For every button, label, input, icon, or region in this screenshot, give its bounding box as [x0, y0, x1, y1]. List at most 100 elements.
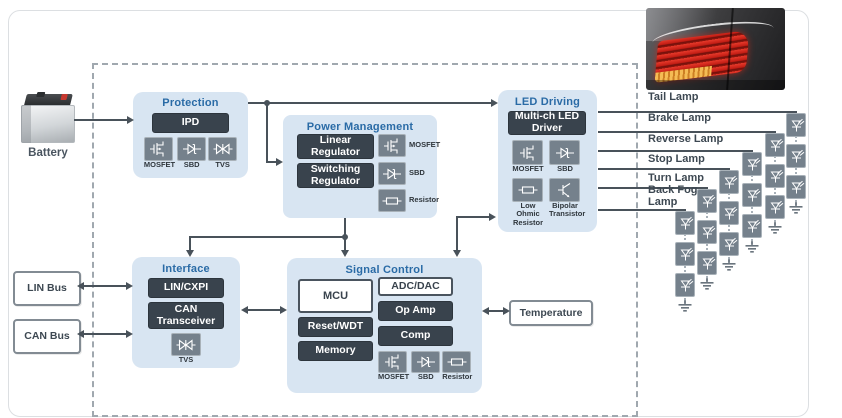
mosfet-icon-label: MOSFET: [378, 372, 410, 381]
memory-chip: Memory: [298, 341, 373, 361]
can-bus-box: CAN Bus: [13, 319, 81, 354]
lamp-label: Turn Lamp: [648, 172, 705, 184]
tail-lamp-photo: [646, 8, 785, 90]
led-icon: [719, 170, 739, 194]
led-icon: [719, 201, 739, 225]
tvs-icon-label: TVS: [215, 160, 230, 169]
arrow-into-led-driving-lower: [489, 213, 496, 221]
led-icon: [765, 195, 785, 219]
op-amp-chip: Op Amp: [378, 301, 453, 321]
ground-icon: [743, 241, 761, 259]
conn-lin-bus-interface: [83, 285, 127, 287]
led-driving-title: LED Driving: [514, 96, 581, 108]
mosfet-icon-label: MOSFET: [143, 160, 176, 169]
mosfet-icon: [378, 351, 407, 373]
arrow-into-protection: [127, 116, 134, 124]
battery-label: Battery: [28, 147, 68, 159]
led-driving-panel: LED Driving Multi-ch LED Driver MOSFET S…: [498, 90, 597, 232]
conn-power-mgmt-interface: [189, 236, 346, 238]
bipolar-transistor-label: Bipolar Transistor: [549, 201, 586, 219]
arrow-into-signal-control-left: [280, 306, 287, 314]
conn-interface-signal-control: [247, 309, 281, 311]
photo-shadow: [646, 80, 785, 90]
lamp-label: Tail Lamp: [648, 91, 699, 103]
can-transceiver-chip: CAN Transceiver: [148, 302, 224, 329]
reset-wdt-chip: Reset/WDT: [298, 317, 373, 337]
led-chain: [697, 189, 717, 300]
led-chain: [765, 133, 785, 244]
lin-cxpi-chip: LIN/CXPI: [148, 278, 224, 298]
conn-branch-to-power-mgmt: [266, 103, 268, 162]
comp-chip: Comp: [378, 326, 453, 346]
arrow-into-interface-can: [126, 330, 133, 338]
signal-control-title: Signal Control: [345, 264, 424, 276]
led-icon: [675, 242, 695, 266]
led-chain: [742, 152, 762, 263]
led-chain: [675, 211, 695, 322]
lamp-line: [598, 150, 753, 152]
led-chain: [786, 113, 806, 224]
led-icon: [765, 133, 785, 157]
ground-icon: [766, 222, 784, 240]
arrow-into-power-mgmt: [276, 158, 283, 166]
lamp-line: [598, 187, 708, 189]
arrow-into-led-driving: [491, 99, 498, 107]
tvs-icon: [208, 137, 238, 161]
battery-illustration: [21, 92, 75, 144]
arrow-into-lin-bus: [77, 282, 84, 290]
led-icon: [719, 232, 739, 256]
interface-title: Interface: [162, 263, 210, 275]
system-boundary-dashed: [92, 63, 638, 417]
junction-dot: [342, 234, 348, 240]
sbd-icon-label: SBD: [417, 372, 434, 381]
bipolar-transistor-icon: [549, 178, 580, 202]
led-icon: [675, 273, 695, 297]
power-management-title: Power Management: [306, 121, 414, 133]
arrow-into-interface-lin: [126, 282, 133, 290]
led-icon: [675, 211, 695, 235]
low-ohmic-resistor-icon: [512, 178, 543, 202]
mosfet-icon-label: MOSFET: [512, 164, 544, 173]
led-chain: [719, 170, 739, 281]
linear-regulator-chip: Linear Regulator: [297, 134, 374, 159]
battery-shade: [21, 105, 31, 143]
sbd-icon: [177, 137, 207, 161]
led-icon: [697, 251, 717, 275]
arrow-into-interface-right: [241, 306, 248, 314]
ipd-chip: IPD: [152, 113, 229, 133]
protection-title: Protection: [162, 97, 219, 109]
sbd-icon: [549, 140, 580, 165]
mosfet-icon: [143, 137, 173, 161]
arrow-into-signal-control-right: [453, 250, 461, 257]
led-icon: [697, 189, 717, 213]
conn-protection-led-driving: [248, 102, 493, 104]
led-icon: [742, 214, 762, 238]
low-ohmic-resistor-label: Low Ohmic Resistor: [512, 201, 543, 227]
temperature-box: Temperature: [509, 300, 593, 326]
lamp-line: [598, 168, 730, 170]
multi-ch-led-driver-chip: Multi-ch LED Driver: [508, 111, 586, 135]
conn-down-to-interface: [189, 236, 191, 251]
resistor-icon: [442, 351, 472, 373]
tvs-icon-label: TVS: [178, 355, 194, 364]
lamp-line: [598, 131, 776, 133]
arrow-into-interface: [186, 250, 194, 257]
conn-can-bus-interface: [83, 333, 127, 335]
conn-led-driving-signal-control: [456, 217, 458, 251]
lamp-label: Brake Lamp: [648, 112, 711, 124]
sbd-icon: [378, 162, 406, 185]
ground-icon: [676, 300, 694, 318]
sbd-icon-label: SBD: [409, 168, 425, 178]
switching-regulator-chip: Switching Regulator: [297, 163, 374, 188]
arrow-into-temperature: [503, 307, 510, 315]
power-management-panel: Power Management Linear Regulator Switch…: [283, 115, 440, 218]
led-icon: [697, 220, 717, 244]
battery-body: [21, 105, 75, 143]
resistor-icon-label: Resistor: [409, 195, 440, 205]
mosfet-icon: [512, 140, 543, 165]
ground-icon: [698, 278, 716, 296]
lin-bus-box: LIN Bus: [13, 271, 81, 306]
signal-control-panel: Signal Control MCU Reset/WDT Memory ADC/…: [287, 258, 482, 393]
conn-battery-protection: [74, 119, 129, 121]
